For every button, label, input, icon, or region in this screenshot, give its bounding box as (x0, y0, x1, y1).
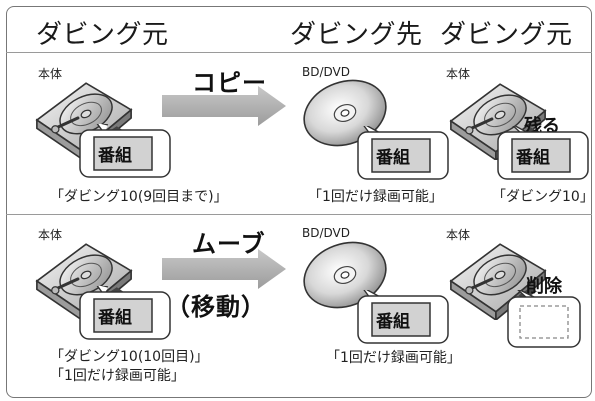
copy-program-disc-badge (357, 126, 449, 180)
move-program-disc: 番組 (376, 312, 410, 332)
row-divider (6, 214, 592, 215)
move-hdd-left-label: 本体 (38, 228, 63, 242)
move-caption-left-1: 「ダビング10(10回目)」 (50, 349, 209, 365)
copy-program-left: 番組 (98, 146, 132, 166)
copy-caption-left: 「ダビング10(9回目まで)」 (50, 189, 228, 205)
diagram-frame (6, 6, 592, 398)
move-caption-disc: 「1回だけ録画可能」 (326, 350, 461, 366)
copy-program-left-badge (79, 124, 171, 178)
copy-caption-disc: 「1回だけ録画可能」 (308, 189, 443, 205)
copy-action-label: コピー (192, 69, 267, 97)
copy-program-right: 番組 (516, 148, 550, 168)
copy-program-right-badge (497, 126, 589, 180)
move-action-label: ムーブ (192, 230, 266, 258)
move-caption-left-2: 「1回だけ録画可能」 (50, 368, 185, 384)
move-program-left: 番組 (98, 308, 132, 328)
copy-caption-right: 「ダビング10」 (492, 189, 594, 205)
move-program-left-badge (79, 286, 171, 340)
move-deleted-label: 削除 (526, 276, 562, 297)
copy-hdd-left-label: 本体 (38, 67, 63, 81)
copy-disc-label: BD/DVD (302, 65, 350, 79)
header-source-left: ダビング元 (36, 20, 169, 50)
copy-program-disc: 番組 (376, 148, 410, 168)
move-hdd-right-label: 本体 (446, 228, 471, 242)
copy-arrow-icon[interactable] (160, 84, 290, 128)
move-program-disc-badge (357, 290, 449, 344)
move-deleted-empty-slot (507, 290, 581, 348)
header-source-right: ダビング元 (440, 20, 573, 50)
header-divider (6, 52, 592, 53)
copy-hdd-right-label: 本体 (446, 67, 471, 81)
move-action-sub-label: （移動） (166, 293, 266, 321)
move-arrow-icon[interactable] (160, 247, 290, 291)
move-disc-label: BD/DVD (302, 226, 350, 240)
header-destination: ダビング先 (290, 20, 423, 50)
